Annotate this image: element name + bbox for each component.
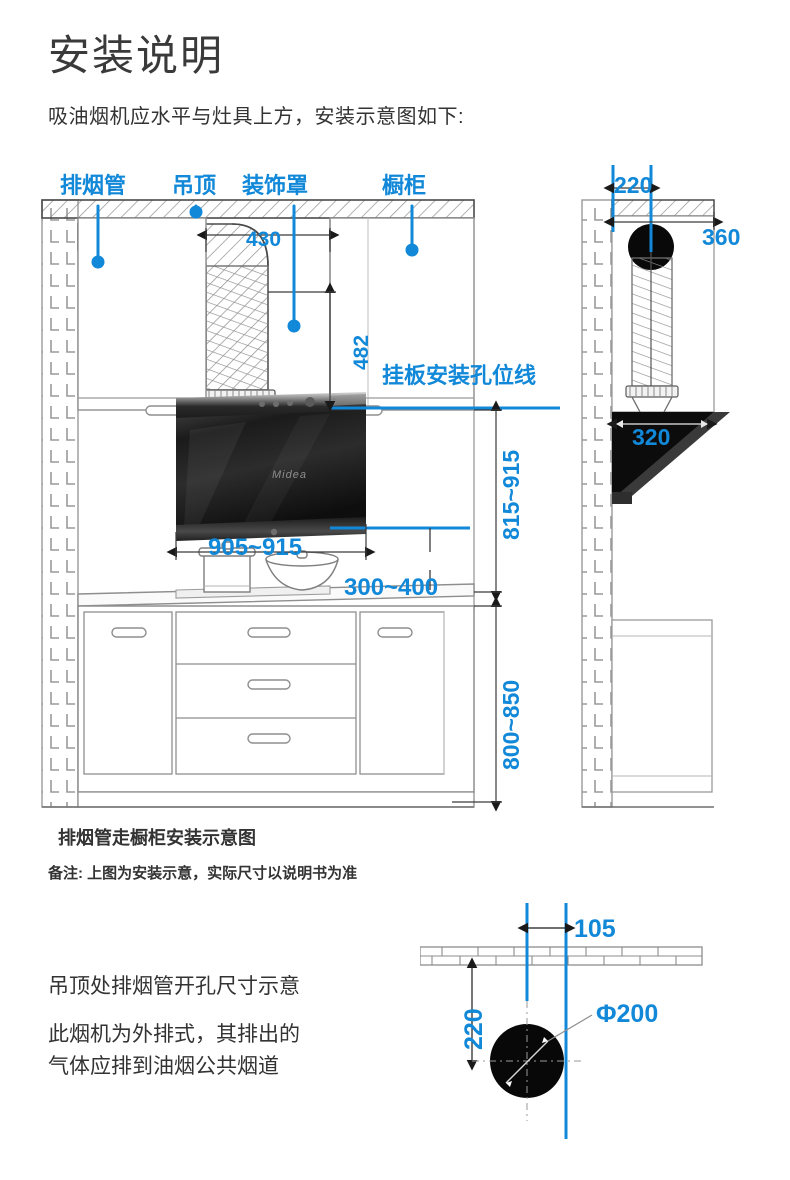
front-view-diagram: Midea [41,165,730,812]
dimension-pipe-offset: 220 [614,172,653,198]
dimension-220: 220 [460,1008,488,1050]
svg-text:Midea: Midea [272,469,307,481]
range-hood-illustration: Midea [176,392,366,541]
callout-label-duct: 排烟管 [60,173,127,198]
callout-dot-decor-cover [287,319,301,333]
bottom-heading: 吊顶处排烟管开孔尺寸示意 [48,975,300,998]
dimension-hood-height: 815~915 [498,449,524,540]
page-subtitle: 吸油烟机应水平与灶具上方，安装示意图如下: [48,106,465,128]
dimension-counter-height: 800~850 [498,679,524,770]
figure-note: 备注: 上图为安装示意，实际尺寸以说明书为准 [48,865,358,882]
dimension-hole-diameter: Φ200 [596,1000,659,1028]
callout-dot-ceiling [189,205,203,219]
dimension-482: 482 [350,334,373,370]
dimension-430: 430 [246,228,282,251]
callout-leaders [91,204,419,333]
callout-label-ceiling: 吊顶 [172,173,217,198]
callout-label-cabinet: 橱柜 [382,173,427,198]
dimension-cabinet-depth: 360 [702,224,741,250]
page-title: 安装说明 [48,32,225,79]
ceiling-hole-diagram [420,903,703,1139]
dimension-hood-width: 905~915 [208,534,303,561]
callout-dot-duct [91,255,105,269]
figure-caption: 排烟管走橱柜安装示意图 [58,828,256,848]
callout-dot-cabinet [405,243,419,257]
dimension-hood-to-counter: 300~400 [344,574,439,601]
bottom-body-line1: 此烟机为外排式，其排出的 [48,1023,300,1046]
dimension-hood-depth: 320 [632,424,671,450]
callout-label-decor-cover: 装饰罩 [242,173,309,198]
bottom-body-line2: 气体应排到油烟公共烟道 [48,1055,279,1078]
callout-label-mount-hole-line: 挂板安装孔位线 [382,363,537,388]
dimension-105: 105 [574,915,616,943]
